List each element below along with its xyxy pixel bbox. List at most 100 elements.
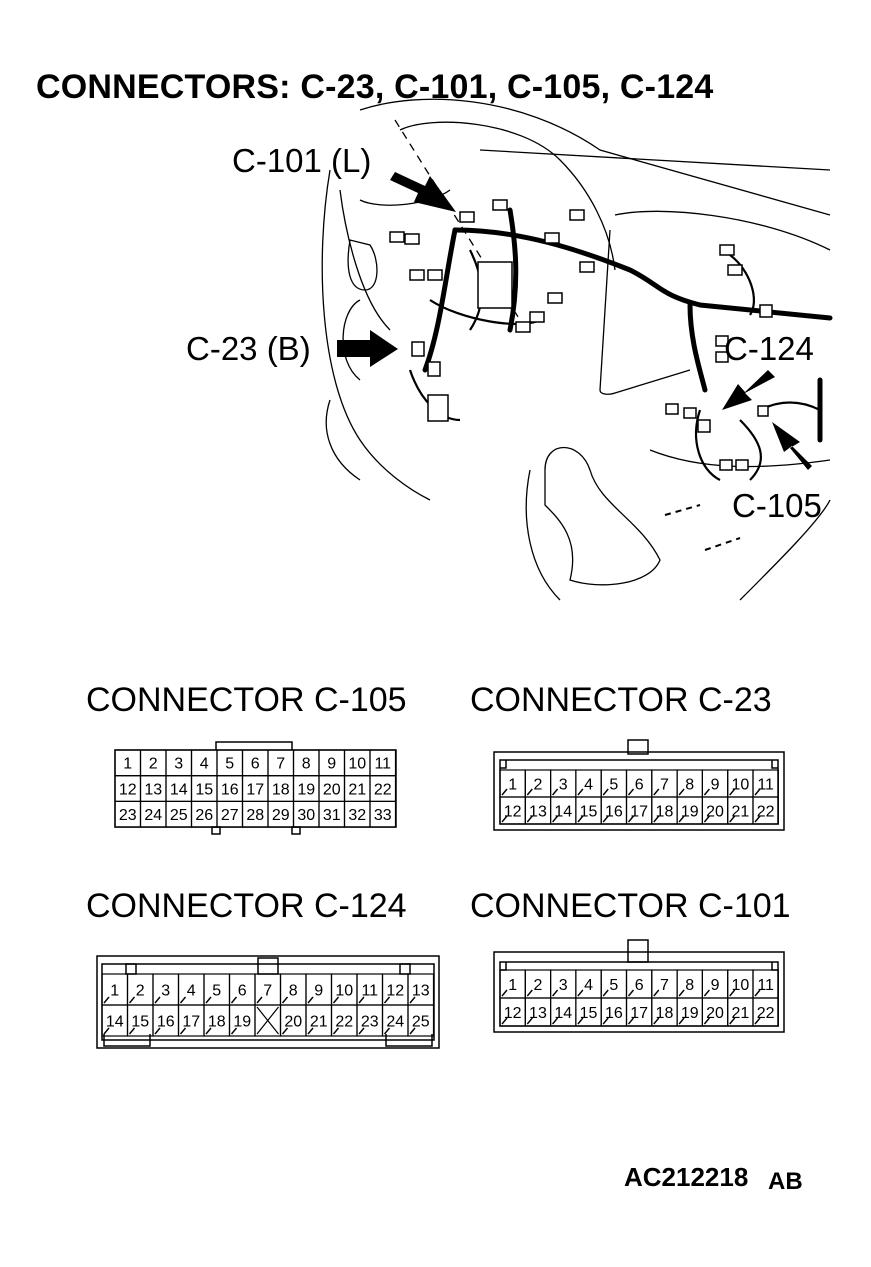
pin-number: 12 [504,1005,522,1022]
pin-number: 23 [119,807,137,824]
pin-number: 18 [272,781,290,798]
pin-notch [307,996,314,1004]
pin-number: 13 [529,1005,547,1022]
pin-number: 10 [335,982,353,999]
pin-notch [501,989,508,997]
connector-c101-title: CONNECTOR C-101 [470,887,791,925]
pin-notch [332,1027,340,1035]
figure-id-suffix: AB [768,1168,803,1195]
pin-number: 16 [605,803,623,820]
pin-number: 4 [584,977,593,994]
pin-notch [501,815,508,823]
pin-number: 1 [508,776,517,793]
pin-number: 10 [731,776,749,793]
pin-number: 7 [263,982,272,999]
pin-number: 20 [706,1005,724,1022]
page-title: CONNECTORS: C-23, C-101, C-105, C-124 [36,68,714,106]
pin-number: 11 [757,776,774,793]
pin-notch [409,1027,416,1035]
pin-notch [230,1027,238,1035]
pin-notch [358,1027,365,1035]
pin-notch [103,1027,110,1035]
pin-number: 21 [731,803,749,820]
pin-number: 10 [731,977,749,994]
pin-notch [653,815,660,823]
pin-number: 21 [348,781,366,798]
pin-notch [729,788,736,796]
pin-number: 20 [284,1013,302,1030]
pin-notch [256,996,263,1004]
pin-number: 6 [635,977,644,994]
pin-number: 20 [706,803,724,820]
pin-number: 24 [386,1013,404,1030]
pin-notch [154,996,161,1004]
pin-number: 8 [685,776,694,793]
pin-notch [627,1017,635,1025]
pin-number: 13 [529,803,547,820]
pin-number: 24 [144,807,162,824]
dashboard-illustration [321,98,833,601]
pin-number: 17 [182,1013,200,1030]
pin-notch [383,996,391,1004]
pin-number: 1 [123,756,132,773]
pin-notch [501,788,508,796]
pin-notch [754,989,761,997]
pin-number: 4 [187,982,196,999]
pin-notch [754,788,761,796]
pin-number: 10 [348,756,366,773]
pin-number: 32 [348,807,366,824]
pin-number: 6 [238,982,247,999]
pin-number: 5 [609,977,618,994]
pin-number: 16 [221,781,239,798]
pin-notch [577,788,584,796]
pin-notch [627,788,635,796]
pin-number: 27 [221,807,239,824]
pin-notch [281,1027,289,1035]
pin-number: 7 [276,756,285,773]
pin-number: 14 [554,803,572,820]
pin-notch [179,1027,187,1035]
pin-number: 19 [681,803,699,820]
pin-number: 14 [170,781,188,798]
pin-number: 8 [289,982,298,999]
connector-c124-title: CONNECTOR C-124 [86,887,407,925]
pin-number: 2 [136,982,145,999]
pin-number: 13 [144,781,162,798]
pin-notch [552,788,559,796]
pin-notch [281,996,289,1004]
pin-number: 18 [208,1013,226,1030]
pin-notch [526,1017,533,1025]
pin-number: 5 [225,756,234,773]
pin-number: 5 [212,982,221,999]
blank-pin-mark [256,1006,279,1035]
connector-c105-title: CONNECTOR C-105 [86,681,407,719]
pin-notch [602,989,609,997]
pin-notch [501,1017,508,1025]
pin-number: 22 [335,1013,353,1030]
pin-number: 9 [711,776,720,793]
pin-notch [602,1017,609,1025]
pin-number: 8 [302,756,311,773]
pin-number: 19 [233,1013,251,1030]
pin-number: 21 [310,1013,328,1030]
pin-notch [577,815,584,823]
pin-notch [332,996,340,1004]
pin-cell [369,800,397,828]
pin-notch [678,815,685,823]
pin-number: 6 [635,776,644,793]
pin-number: 2 [533,977,542,994]
pin-notch [205,1027,212,1035]
pin-notch [577,1017,584,1025]
pin-notch [552,989,559,997]
pin-notch [552,1017,559,1025]
pin-cell [407,1004,435,1037]
pin-notch [754,1017,761,1025]
pin-number: 2 [149,756,158,773]
pin-number: 33 [374,807,392,824]
pin-notch [729,1017,736,1025]
pin-number: 15 [195,781,213,798]
